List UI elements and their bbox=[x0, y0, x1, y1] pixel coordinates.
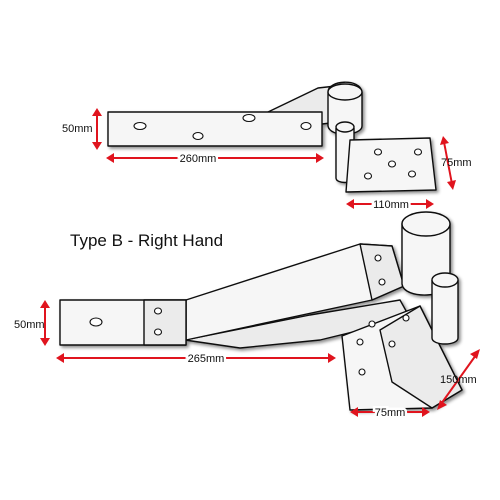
bottom-hinge-holes bbox=[89, 254, 410, 376]
top-strap-length-dimension: 260mm bbox=[106, 151, 324, 168]
hole bbox=[407, 170, 417, 178]
bottom-hinge-pin bbox=[431, 280, 459, 345]
top-hinge bbox=[107, 81, 437, 193]
hole bbox=[388, 340, 396, 348]
hole bbox=[413, 148, 423, 156]
top-plate-height-dimension: 75mm bbox=[440, 136, 472, 190]
hole bbox=[356, 338, 364, 346]
bottom-strap-length-dimension: 265mm bbox=[56, 351, 336, 368]
bottom-height-dimension: 50mm bbox=[14, 300, 50, 346]
hole bbox=[402, 314, 410, 322]
hole bbox=[373, 148, 383, 156]
top-strap-length-label: 260mm bbox=[180, 153, 217, 165]
hole bbox=[300, 121, 312, 131]
hole bbox=[89, 317, 103, 327]
top-height-dimension: 50mm bbox=[62, 108, 102, 150]
top-hinge-strap bbox=[107, 111, 323, 147]
bottom-strap-length-label: 265mm bbox=[188, 353, 225, 365]
bottom-plate-height-label: 150mm bbox=[440, 374, 477, 386]
hole bbox=[192, 131, 204, 141]
top-plate-width-dimension: 110mm bbox=[346, 197, 434, 214]
bottom-height-label: 50mm bbox=[14, 319, 45, 331]
diagram-title: Type B - Right Hand bbox=[70, 231, 223, 250]
top-hinge-holes bbox=[133, 113, 423, 180]
top-height-label: 50mm bbox=[62, 123, 93, 135]
hole bbox=[242, 113, 256, 123]
hole bbox=[153, 328, 163, 336]
hole bbox=[374, 254, 382, 262]
bottom-plate-height-dimension: 150mm bbox=[437, 349, 480, 410]
bottom-hinge bbox=[59, 211, 463, 411]
hole bbox=[368, 320, 376, 328]
top-plate-width-label: 110mm bbox=[373, 199, 409, 211]
hole bbox=[363, 172, 373, 180]
hole bbox=[387, 160, 397, 168]
hole bbox=[378, 278, 386, 286]
bottom-plate-width-label: 75mm bbox=[375, 407, 406, 419]
top-plate-height-label: 75mm bbox=[441, 157, 472, 169]
bottom-plate-width-dimension: 75mm bbox=[350, 405, 430, 422]
hole bbox=[153, 307, 163, 315]
hole bbox=[133, 121, 147, 131]
hole bbox=[358, 368, 366, 376]
